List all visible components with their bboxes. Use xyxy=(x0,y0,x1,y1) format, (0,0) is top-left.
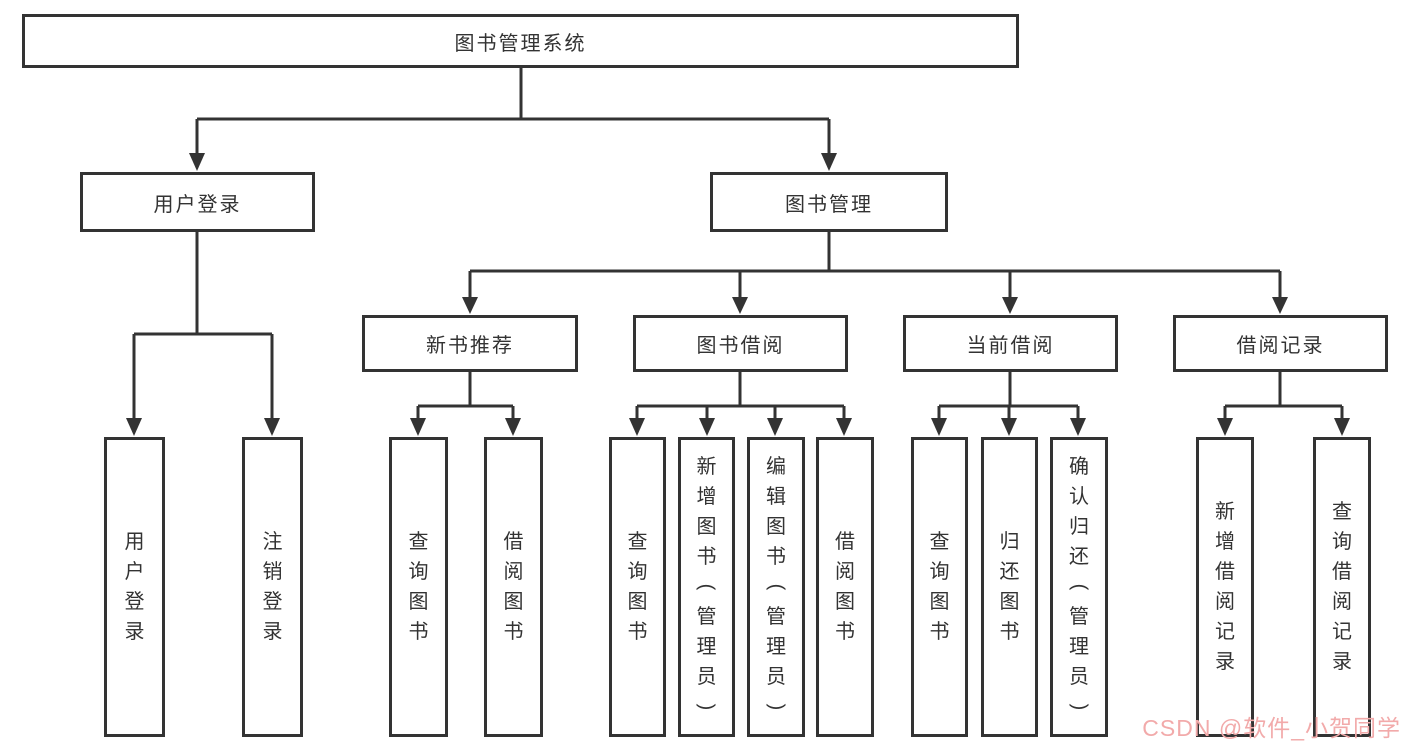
node-book-management: 图书管理 xyxy=(710,172,948,232)
arrowhead-current-borrow xyxy=(1002,297,1018,314)
connector-current-borrow-split xyxy=(939,372,1078,408)
node-root: 图书管理系统 xyxy=(22,14,1019,68)
leaf-user-login: 用户登录 xyxy=(104,437,165,737)
leaf-logout: 注销登录 xyxy=(242,437,303,737)
node-new-book-recommend: 新书推荐 xyxy=(362,315,578,372)
node-user-login: 用户登录 xyxy=(80,172,315,232)
leaf-borrow-books-borrow: 借阅图书 xyxy=(816,437,874,737)
leaf-return-books: 归还图书 xyxy=(981,437,1038,737)
arrowhead-leaf-query-books-1 xyxy=(410,418,426,436)
connector-new-book-recommend-split xyxy=(418,372,513,408)
leaf-confirm-return-admin: 确认归还(管理员) xyxy=(1050,437,1108,737)
leaf-edit-book-admin: 编辑图书(管理员) xyxy=(747,437,805,737)
arrowhead-leaf-logout xyxy=(264,418,280,436)
arrowhead-leaf-borrow-books-2 xyxy=(836,418,852,436)
arrowhead-leaf-query-record xyxy=(1334,418,1350,436)
leaf-add-book-admin: 新增图书(管理员) xyxy=(678,437,735,737)
csdn-watermark: CSDN @软件_小贺同学 xyxy=(1142,715,1401,741)
connector-user-login-split xyxy=(134,232,272,336)
leaf-borrow-books-recommend: 借阅图书 xyxy=(484,437,543,737)
arrowhead-leaf-return-books xyxy=(1001,418,1017,436)
arrowhead-borrow-records xyxy=(1272,297,1288,314)
arrowhead-leaf-add-record xyxy=(1217,418,1233,436)
arrowhead-user-login xyxy=(189,153,205,171)
arrowhead-leaf-confirm-return xyxy=(1070,418,1086,436)
connector-book-management-split xyxy=(470,232,1280,273)
node-borrow-records: 借阅记录 xyxy=(1173,315,1388,372)
connector-root-split xyxy=(197,68,829,121)
leaf-add-borrow-record: 新增借阅记录 xyxy=(1196,437,1254,737)
node-book-borrow: 图书借阅 xyxy=(633,315,848,372)
arrowhead-leaf-user-login xyxy=(126,418,142,436)
connector-book-borrow-split xyxy=(637,372,844,408)
leaf-query-books-borrow: 查询图书 xyxy=(609,437,666,737)
node-current-borrow: 当前借阅 xyxy=(903,315,1118,372)
arrowhead-book-management xyxy=(821,153,837,171)
arrowhead-leaf-add-book xyxy=(699,418,715,436)
leaf-query-books-current: 查询图书 xyxy=(911,437,968,737)
arrowhead-leaf-query-books-2 xyxy=(629,418,645,436)
connector-borrow-records-split xyxy=(1225,372,1342,408)
arrowhead-new-book-recommend xyxy=(462,297,478,314)
leaf-query-borrow-record: 查询借阅记录 xyxy=(1313,437,1371,737)
arrowhead-leaf-query-books-3 xyxy=(931,418,947,436)
arrowhead-leaf-edit-book xyxy=(767,418,783,436)
arrowhead-leaf-borrow-books-1 xyxy=(505,418,521,436)
arrowhead-book-borrow xyxy=(732,297,748,314)
leaf-query-books-recommend: 查询图书 xyxy=(389,437,448,737)
